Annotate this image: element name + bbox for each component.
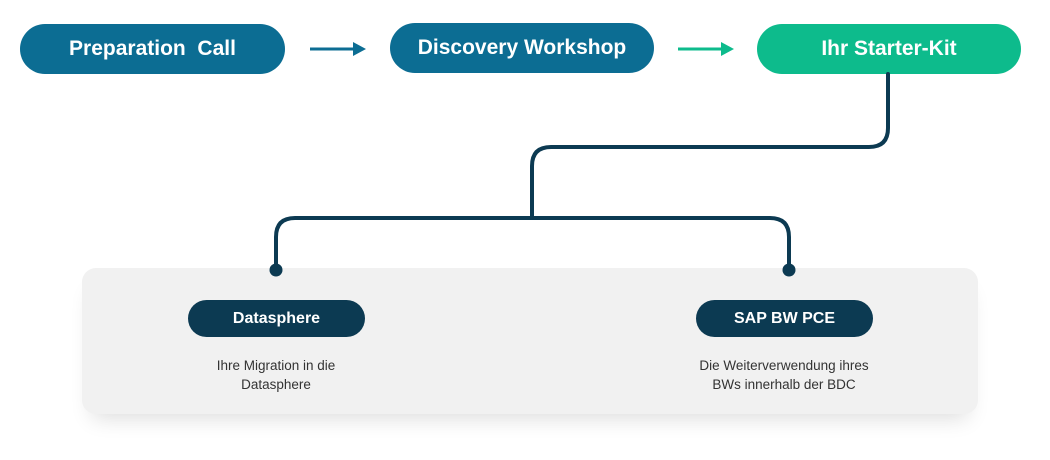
description-line: BWs innerhalb der BDC: [712, 377, 856, 392]
connector-dot: [269, 263, 283, 277]
arrow-right-icon: [678, 42, 734, 56]
option-datasphere-badge: Datasphere: [188, 300, 365, 337]
step-discovery-workshop: Discovery Workshop: [390, 23, 654, 73]
description-line: Ihre Migration in die: [216, 358, 336, 373]
options-panel: [82, 268, 978, 414]
option-sap-bw-pce-badge: SAP BW PCE: [696, 300, 873, 337]
connector-dot: [782, 263, 796, 277]
description-line: Die Weiterverwendung ihres: [699, 358, 869, 373]
option-sap-bw-pce-description: Die Weiterverwendung ihres BWs innerhalb…: [654, 356, 914, 394]
description-line: Datasphere: [241, 377, 311, 392]
arrow-right-icon: [310, 42, 366, 56]
step-starter-kit: Ihr Starter-Kit: [757, 24, 1021, 74]
option-datasphere-description: Ihre Migration in die Datasphere: [146, 356, 406, 394]
step-preparation-call: Preparation Call: [20, 24, 285, 74]
